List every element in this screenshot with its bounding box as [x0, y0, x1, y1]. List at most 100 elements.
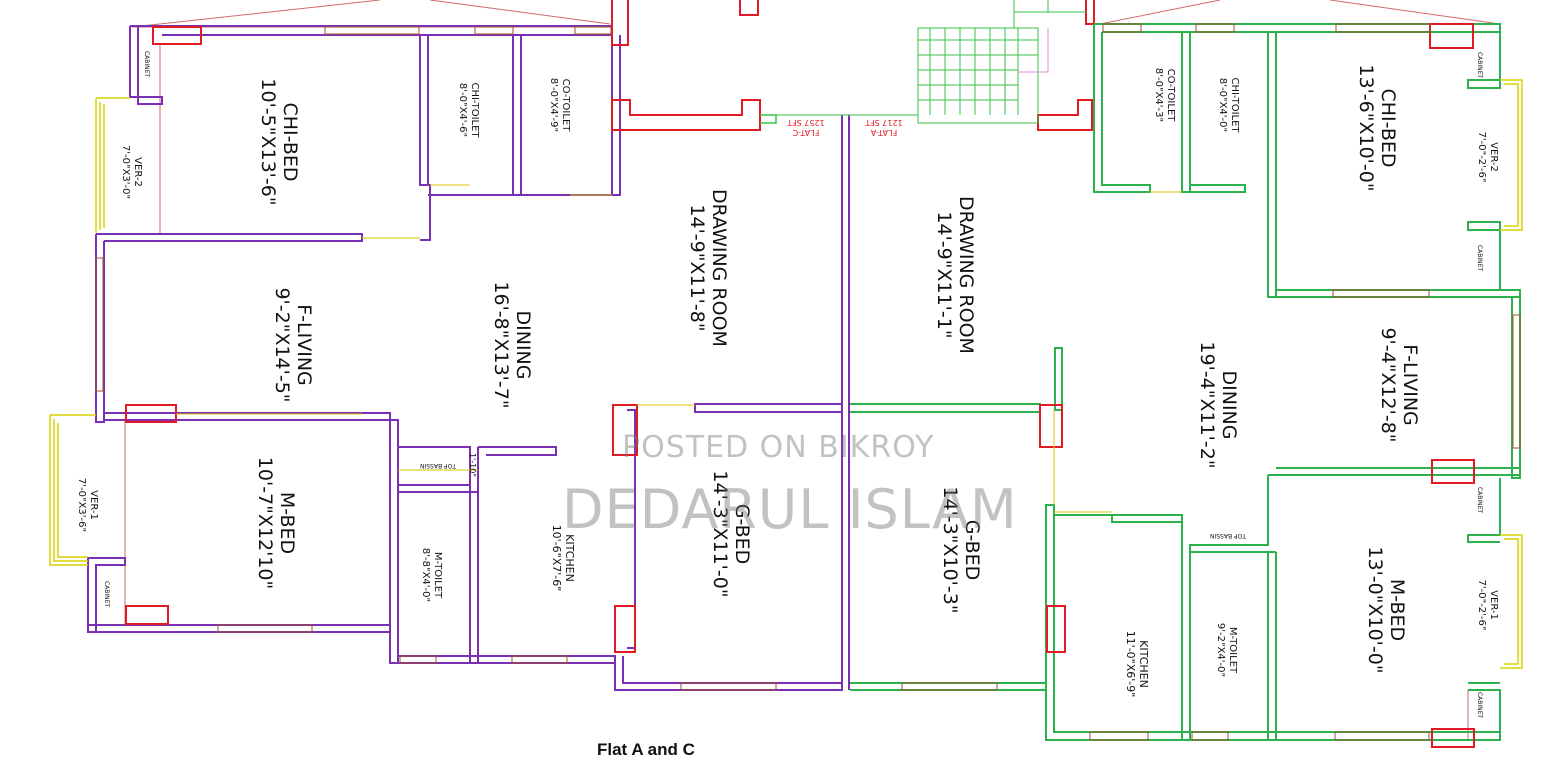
- flat-c-ver1-label: VER-1 7'-0"X3'-6": [76, 478, 99, 532]
- room-size: 9'-2"X14'-5": [271, 287, 293, 402]
- room-name: DRAWING ROOM: [955, 196, 977, 354]
- flat-a-chi-bed-label: CHI-BED 13'-6"X10'-0": [1355, 64, 1399, 191]
- flat-c-f-living-label: F-LIVING 9'-2"X14'-5": [271, 287, 315, 402]
- flat-a-m-bed-label: M-BED 13'-0"X10'-0": [1364, 546, 1408, 673]
- flat-a-area-tag: 1217 SFT: [865, 118, 902, 127]
- room-size: 8'-0"X4'-6": [457, 83, 468, 137]
- room-name: VER-1: [1488, 590, 1499, 620]
- flat-a-cabinet-3: CABINET: [1476, 487, 1483, 513]
- room-size: 7'-0"X3'-0": [120, 145, 131, 199]
- room-name: VER-2: [132, 157, 143, 187]
- flat-a-ver1-label: VER-1 7'-0"-2'-6": [1476, 580, 1499, 631]
- flat-c-m-toilet-label: M-TOILET 8'-8"X4'-0": [420, 548, 443, 602]
- core-area: [611, 0, 1095, 131]
- room-name: KITCHEN: [563, 534, 576, 582]
- room-size: 8'-8"X4'-0": [420, 548, 431, 602]
- room-name: CHI-TOILET: [1229, 77, 1240, 133]
- room-size: 7'-0"-2'-6": [1476, 580, 1487, 631]
- flat-a-co-toilet-label: CO-TOILET 8'-0"X4'-3": [1153, 68, 1176, 122]
- room-size: 10'-6"X7'-6": [550, 525, 563, 592]
- flat-c-co-toilet-label: CO-TOILET 8'-0"X4'-9": [548, 78, 571, 132]
- room-size: 16'-8"X13'-7": [490, 281, 512, 408]
- verandahs: [49, 79, 1523, 669]
- room-size: 7'-0"-2'-6": [1476, 132, 1487, 183]
- svg-text:CABINET: CABINET: [1476, 487, 1483, 513]
- room-name: KITCHEN: [1137, 640, 1150, 688]
- room-name: CO-TOILET: [1165, 69, 1176, 123]
- room-size: 14'-9"X11'-8": [686, 204, 708, 331]
- room-name: CO-TOILET: [560, 79, 571, 133]
- svg-text:CABINET: CABINET: [1476, 692, 1483, 718]
- room-name: G-BED: [961, 520, 983, 581]
- flat-c-dining-label: DINING 16'-8"X13'-7": [490, 281, 534, 408]
- staircase: [917, 0, 1086, 124]
- svg-text:CABINET: CABINET: [1476, 245, 1483, 271]
- flat-tags: 1257 SFT FLAT-C 1217 SFT FLAT-A: [787, 118, 902, 137]
- room-name: F-LIVING: [293, 304, 315, 386]
- room-size: 13'-0"X10'-0": [1364, 546, 1386, 673]
- flat-c-chi-bed-label: CHI-BED 10'-5"X13'-6": [257, 78, 301, 205]
- flat-a-kitchen-label: KITCHEN 11'-0"X6'-9": [1124, 631, 1150, 698]
- flat-c-name-tag: FLAT-C: [792, 128, 819, 137]
- flat-c-g-bed-label: G-BED 14'-3"X11'-0": [709, 470, 753, 597]
- room-size: 14'-3"X11'-0": [709, 470, 731, 597]
- room-size: 10'-5"X13'-6": [257, 78, 279, 205]
- flat-a-g-bed-label: G-BED 14'-3"X10'-3": [939, 486, 983, 613]
- svg-text:1'-10": 1'-10": [468, 453, 477, 477]
- flat-a-f-living-label: F-LIVING 9'-4"X12'-8": [1377, 327, 1421, 442]
- flat-a-cabinet-4: CABINET: [1476, 692, 1483, 718]
- roof-lines: [124, 0, 1501, 740]
- svg-text:CABINET: CABINET: [103, 581, 110, 607]
- room-name: M-BED: [276, 492, 298, 554]
- windows: [95, 23, 1521, 741]
- room-size: 8'-0"X4'-0": [1217, 78, 1228, 132]
- flat-c-chi-toilet-label: CHI-TOILET 8'-0"X4'-6": [457, 82, 480, 138]
- room-size: 9'-2"X4'-0": [1215, 623, 1226, 677]
- room-name: VER-1: [88, 490, 99, 520]
- flat-c-m-bed-label: M-BED 10'-7"X12'10": [254, 457, 298, 589]
- svg-text:TOP BASSIN: TOP BASSIN: [420, 462, 457, 469]
- flat-c-labels: CHI-BED 10'-5"X13'-6" CHI-TOILET 8'-0"X4…: [76, 51, 753, 607]
- room-name: F-LIVING: [1399, 344, 1421, 426]
- room-name: VER-2: [1488, 142, 1499, 172]
- flat-a-drawing-label: DRAWING ROOM 14'-9"X11'-1": [933, 196, 977, 354]
- room-name: CHI-BED: [1377, 88, 1399, 167]
- flat-c-ver2-label: VER-2 7'-0"X3'-0": [120, 145, 143, 199]
- room-name: DRAWING ROOM: [708, 189, 730, 347]
- room-size: 9'-4"X12'-8": [1377, 327, 1399, 442]
- flat-c-kitchen-label: KITCHEN 10'-6"X7'-6": [550, 525, 576, 592]
- room-name: M-BED: [1386, 579, 1408, 641]
- flat-a-dining-label: DINING 19'-4"X11'-2": [1196, 341, 1240, 468]
- room-size: 7'-0"X3'-6": [76, 478, 87, 532]
- room-size: 8'-0"X4'-3": [1153, 68, 1164, 122]
- watermark-author: DEDARUL ISLAM: [562, 478, 1018, 541]
- room-size: 14'-9"X11'-1": [933, 211, 955, 338]
- flat-c-cabinet-top: CABINET: [143, 51, 150, 77]
- flat-a-labels: CO-TOILET 8'-0"X4'-3" CHI-TOILET 8'-0"X4…: [933, 52, 1499, 718]
- flat-c-area-tag: 1257 SFT: [787, 118, 824, 127]
- room-name: DINING: [512, 311, 534, 380]
- room-size: 11'-0"X6'-9": [1124, 631, 1137, 698]
- flat-a-cabinet-2: CABINET: [1476, 245, 1483, 271]
- room-size: 19'-4"X11'-2": [1196, 341, 1218, 468]
- room-name: M-TOILET: [1227, 627, 1238, 674]
- svg-text:CABINET: CABINET: [143, 51, 150, 77]
- flat-a-name-tag: FLAT-A: [870, 128, 897, 137]
- room-size: 8'-0"X4'-9": [548, 78, 559, 132]
- flat-a-cabinet-1: CABINET: [1476, 52, 1483, 78]
- svg-text:CABINET: CABINET: [1476, 52, 1483, 78]
- room-size: 10'-7"X12'10": [254, 457, 276, 589]
- flat-c-drawing-label: DRAWING ROOM 14'-9"X11'-8": [686, 189, 730, 347]
- flat-a-m-toilet-label: M-TOILET 9'-2"X4'-0": [1215, 623, 1238, 677]
- flat-c-top-bassin-label: TOP BASSIN 1'-10": [420, 453, 477, 477]
- watermark-posted-on: POSTED ON BIKROY: [622, 430, 935, 465]
- room-name: CHI-TOILET: [469, 82, 480, 138]
- room-size: 13'-6"X10'-0": [1355, 64, 1377, 191]
- flat-a-top-bassin-label: TOP BASSIN: [1210, 532, 1247, 539]
- room-name: CHI-BED: [279, 102, 301, 181]
- room-size: 14'-3"X10'-3": [939, 486, 961, 613]
- flat-a-chi-toilet-label: CHI-TOILET 8'-0"X4'-0": [1217, 77, 1240, 133]
- room-name: DINING: [1218, 371, 1240, 440]
- room-name: G-BED: [731, 504, 753, 565]
